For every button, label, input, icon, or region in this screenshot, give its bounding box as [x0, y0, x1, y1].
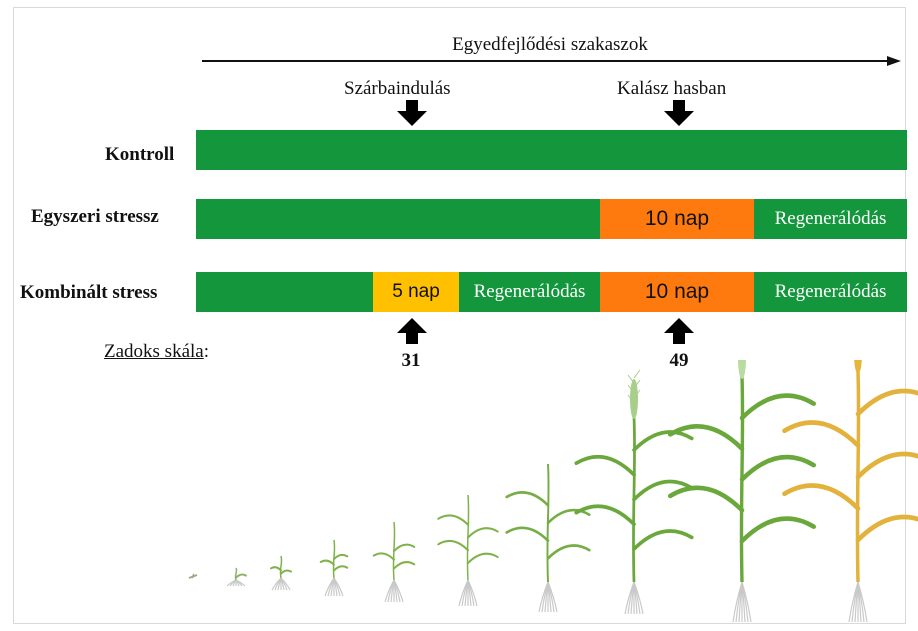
axis-arrowhead-icon: [887, 56, 901, 66]
zadoks-code: 49: [669, 350, 689, 371]
axis-title: Egyedfejlődési szakaszok: [452, 34, 648, 55]
zadoks-scale-text: Zadoks skála: [104, 341, 204, 362]
wheat-growth-stages-illustration: [188, 360, 918, 623]
down-arrow-icon: [397, 100, 427, 126]
regeneration-segment: Regenerálódás: [774, 281, 887, 302]
zadoks-colon: :: [203, 341, 210, 362]
combined-stress-bar: 5 nap Regenerálódás 10 nap Regenerálódás: [196, 272, 907, 312]
stage-label-stem-elongation: Szárbaindulás: [344, 78, 451, 99]
wheat-plant-icon: [319, 539, 349, 597]
wheat-plant-icon: [505, 463, 591, 613]
wheat-plant-icon: [437, 494, 499, 607]
wheat-plant-icon: [226, 567, 247, 587]
wheat-plant-icon: [574, 369, 694, 615]
control-bar: [196, 130, 907, 170]
development-axis-line: [202, 60, 892, 62]
stage-label-booting: Kalász hasban: [617, 78, 727, 99]
wheat-plant-icon: [372, 521, 416, 603]
stress-segment-short: 5 nap: [373, 272, 459, 312]
regeneration-segment: Regenerálódás: [774, 208, 887, 229]
single-stress-bar: 10 nap Regenerálódás: [196, 199, 907, 239]
down-arrow-icon: [664, 100, 694, 126]
up-arrow-icon: [664, 318, 694, 344]
row-label-control: Kontroll: [105, 144, 175, 165]
wheat-plant-icon: [188, 573, 198, 579]
figure-frame: [13, 7, 906, 624]
zadoks-code: 31: [401, 350, 421, 371]
wheat-plant-icon: [270, 555, 292, 591]
regeneration-segment: Regenerálódás: [473, 281, 586, 302]
up-arrow-icon: [397, 318, 427, 344]
stress-segment: 10 nap: [600, 272, 754, 312]
row-label-combined-stress: Kombinált stress: [20, 282, 158, 303]
stress-segment: 10 nap: [600, 199, 754, 239]
row-label-single-stress: Egyszeri stressz: [31, 206, 159, 227]
zadoks-scale-label: Zadoks skála:: [104, 341, 209, 363]
wheat-plant-icon: [667, 360, 817, 623]
wheat-plant-icon: [782, 360, 918, 623]
